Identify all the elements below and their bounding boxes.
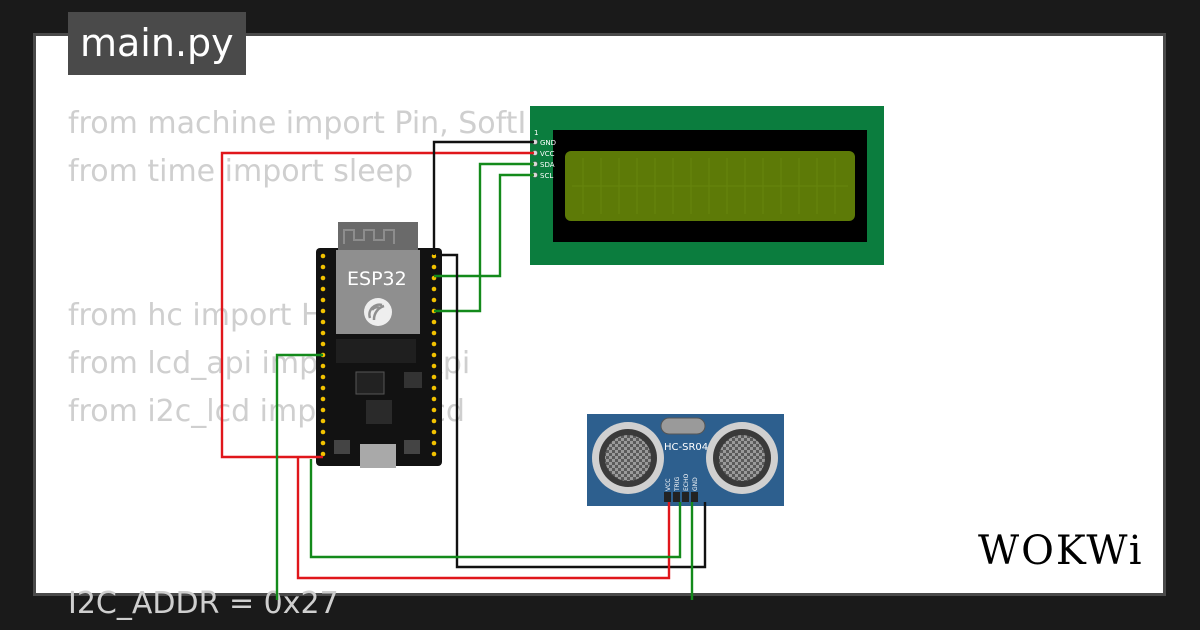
- esp32-board[interactable]: ESP32: [316, 222, 442, 468]
- wokwi-logo: WOKWi: [978, 528, 1144, 574]
- lcd-pin-scl: SCL: [540, 172, 553, 180]
- sensor-pin-gnd: GND: [692, 477, 699, 491]
- esp32-label: ESP32: [347, 268, 407, 290]
- usb-uart-chip: [366, 400, 392, 424]
- wire-sensor-trig[interactable]: [309, 459, 682, 559]
- file-tab[interactable]: main.py: [68, 12, 246, 75]
- wire-esp32-pin[interactable]: [275, 353, 323, 600]
- lcd-pin-vcc: VCC: [540, 150, 555, 158]
- wire-lcd-sda[interactable]: [434, 162, 534, 313]
- sensor-pin-echo: ECHO: [683, 474, 690, 491]
- wire-lcd-vcc[interactable]: [220, 151, 534, 459]
- wires: [220, 140, 707, 600]
- receiver-transducer: [706, 422, 778, 494]
- lcd-module[interactable]: 1 GND VCC SDA SCL: [530, 106, 884, 265]
- boot-button[interactable]: [404, 440, 420, 454]
- hc-sr04-sensor[interactable]: HC-SR04 VCC TRIG ECHO GND: [587, 414, 784, 506]
- espressif-logo-icon: [364, 298, 392, 326]
- en-button[interactable]: [334, 440, 350, 454]
- lcd-character-grid: [572, 158, 848, 214]
- sensor-label: HC-SR04: [664, 442, 708, 453]
- sensor-pin-vcc: VCC: [665, 479, 672, 491]
- wire-sensor-vcc[interactable]: [296, 457, 671, 580]
- code-line-6: I2C_ADDR = 0x27: [68, 586, 339, 621]
- code-line-1: from machine import Pin, SoftI: [68, 106, 527, 141]
- sensor-pin-trig: TRIG: [674, 476, 681, 492]
- lcd-pin-gnd: GND: [540, 139, 556, 147]
- usb-port: [360, 444, 396, 468]
- wire-sensor-gnd[interactable]: [436, 253, 707, 569]
- sensor-crystal: [660, 417, 706, 435]
- wire-lcd-scl[interactable]: [434, 173, 534, 278]
- transmitter-transducer: [592, 422, 664, 494]
- code-line-2: from time import sleep: [68, 154, 414, 189]
- wire-lcd-gnd[interactable]: [432, 140, 534, 255]
- esp32-antenna: [338, 222, 418, 250]
- lcd-pin-sda: SDA: [540, 161, 555, 169]
- lcd-pin-1: 1: [534, 129, 538, 137]
